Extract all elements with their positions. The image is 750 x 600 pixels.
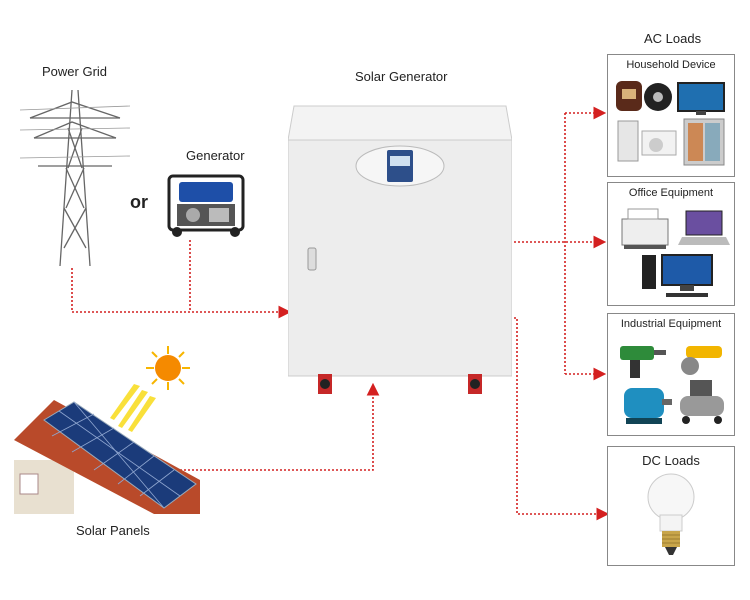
office-equipment-label: Office Equipment bbox=[628, 187, 714, 199]
industrial-equipment-label: Industrial Equipment bbox=[620, 318, 722, 330]
household-device-label: Household Device bbox=[626, 59, 716, 71]
light-bulb-icon bbox=[647, 473, 695, 555]
power-grid-label: Power Grid bbox=[42, 64, 108, 79]
desktop-pc-icon bbox=[642, 254, 713, 297]
transmission-tower-icon bbox=[20, 89, 130, 267]
solar-generator-cabinet-icon bbox=[288, 105, 512, 394]
household-appliances-icon bbox=[616, 81, 725, 166]
motor-icon bbox=[624, 388, 672, 424]
laptop-icon bbox=[678, 210, 730, 245]
dc-loads-box: DC Loads bbox=[607, 446, 735, 566]
dc-loads-label: DC Loads bbox=[642, 453, 700, 468]
refrigerator-icon bbox=[683, 118, 725, 166]
air-conditioner-icon bbox=[641, 130, 677, 156]
industrial-equipment-box: Industrial Equipment bbox=[607, 313, 735, 436]
office-equipment-box: Office Equipment bbox=[607, 182, 735, 306]
tv-icon bbox=[677, 82, 725, 115]
or-label: or bbox=[130, 192, 148, 212]
generator-label: Generator bbox=[186, 148, 245, 163]
ac-loads-label: AC Loads bbox=[644, 31, 702, 46]
rice-cooker-icon bbox=[616, 81, 642, 111]
solar-connector bbox=[172, 382, 380, 471]
compressor-icon bbox=[680, 380, 724, 424]
washer-icon bbox=[617, 120, 639, 162]
portable-generator-icon bbox=[167, 174, 245, 237]
printer-icon bbox=[621, 208, 669, 249]
office-devices-icon bbox=[621, 208, 730, 297]
solar-roof-icon bbox=[14, 400, 200, 514]
grid-connector bbox=[71, 268, 292, 319]
angle-grinder-icon bbox=[681, 346, 722, 375]
solar-panels-label: Solar Panels bbox=[76, 523, 150, 538]
sun-icon bbox=[110, 346, 190, 432]
dc-connector bbox=[510, 317, 610, 521]
industrial-tools-icon bbox=[620, 346, 724, 424]
household-device-box: Household Device bbox=[607, 54, 735, 177]
solar-generator-label: Solar Generator bbox=[355, 69, 448, 84]
drill-icon bbox=[620, 346, 666, 378]
fan-icon bbox=[644, 83, 672, 111]
